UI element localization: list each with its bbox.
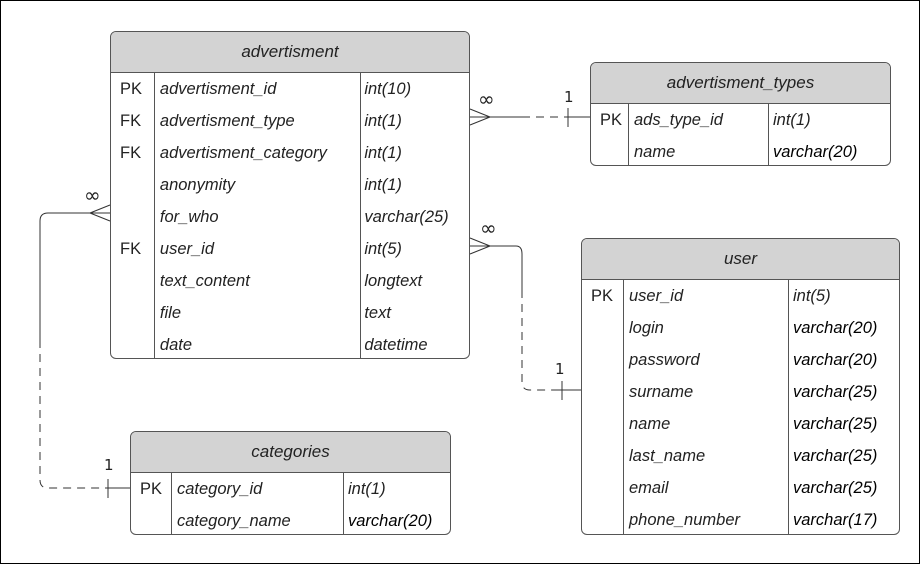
table-row: date datetime [111, 329, 469, 358]
cardinality-one-categories: 1 [104, 456, 114, 474]
entity-rows: PK advertisment_id int(10) FK advertisment_t… [111, 73, 469, 358]
table-row: category_name varchar(20) [131, 505, 450, 534]
cardinality-many-types: ∞ [478, 87, 495, 111]
field-type: varchar(25) [364, 207, 449, 226]
table-row: last_name varchar(25) [582, 440, 899, 472]
key-cell: FK [120, 239, 142, 258]
table-row: login varchar(20) [582, 312, 899, 344]
relationship-adv-user [469, 237, 581, 400]
field-name: phone_number [629, 510, 741, 529]
table-row: for_who varchar(25) [111, 201, 469, 233]
field-type: varchar(17) [793, 510, 878, 529]
entity-header: user [582, 239, 899, 280]
entity-rows: PK category_id int(1) category_name varchar(… [131, 473, 450, 534]
field-type: int(1) [364, 111, 402, 130]
field-type: varchar(20) [793, 318, 878, 337]
field-type: int(1) [364, 143, 402, 162]
field-type: int(1) [348, 479, 386, 498]
field-type: varchar(25) [793, 446, 878, 465]
field-name: surname [629, 382, 694, 401]
field-type: varchar(25) [793, 382, 878, 401]
entity-rows: PK ads_type_id int(1) name varchar(20) [591, 104, 890, 165]
field-name: name [634, 142, 676, 161]
cardinality-one-types: 1 [564, 88, 574, 106]
table-row: file text [111, 297, 469, 329]
table-row: phone_number varchar(17) [582, 504, 899, 534]
table-row: PK ads_type_id int(1) [591, 104, 890, 136]
table-row: PK user_id int(5) [582, 280, 899, 312]
field-type: text [364, 303, 391, 322]
entity-advertisment-types: advertisment_types PK ads_type_id int(1) na… [590, 62, 891, 166]
field-name: name [629, 414, 671, 433]
entity-rows: PK user_id int(5) login varchar(20) password v… [582, 280, 899, 534]
field-type: varchar(20) [348, 511, 433, 530]
key-cell: FK [120, 143, 142, 162]
field-type: varchar(20) [773, 142, 858, 161]
field-name: advertisment_category [159, 143, 327, 162]
cardinality-many-categories: ∞ [84, 183, 101, 207]
key-cell: PK [600, 110, 623, 129]
table-row: text_content longtext [111, 265, 469, 297]
entity-header: advertisment [111, 32, 469, 73]
field-name: advertisment_id [159, 79, 277, 98]
table-row: password varchar(20) [582, 344, 899, 376]
entity-advertisment: advertisment PK advertisment_id int(10) FK a… [110, 31, 470, 359]
field-name: file [159, 303, 181, 322]
table-row: PK advertisment_id int(10) [111, 73, 469, 105]
field-type: int(10) [364, 79, 412, 98]
table-row: FK user_id int(5) [111, 233, 469, 265]
table-row: FK advertisment_category int(1) [111, 137, 469, 169]
field-name: login [629, 318, 664, 337]
entity-header: categories [131, 432, 450, 473]
relationship-adv-categories [39, 204, 130, 498]
field-type: int(5) [364, 239, 402, 258]
table-row: anonymity int(1) [111, 169, 469, 201]
field-name: category_name [177, 511, 291, 530]
field-name: ads_type_id [634, 110, 723, 129]
field-type: varchar(20) [793, 350, 878, 369]
field-type: datetime [364, 335, 428, 354]
field-name: category_id [177, 479, 263, 498]
key-cell: PK [140, 479, 163, 498]
table-row: name varchar(20) [591, 136, 890, 165]
field-name: date [159, 335, 193, 354]
cardinality-one-user: 1 [555, 360, 565, 378]
field-type: varchar(25) [793, 478, 878, 497]
field-name: last_name [629, 446, 706, 465]
table-row: FK advertisment_type int(1) [111, 105, 469, 137]
table-row: name varchar(25) [582, 408, 899, 440]
field-name: user_id [629, 286, 684, 305]
key-cell: FK [120, 111, 142, 130]
field-name: advertisment_type [159, 111, 295, 130]
entity-categories: categories PK category_id int(1) category_n… [130, 431, 451, 535]
field-type: int(1) [773, 110, 811, 129]
relationship-adv-types [469, 108, 590, 127]
field-name: email [629, 478, 669, 497]
key-cell: PK [591, 286, 614, 305]
table-row: PK category_id int(1) [131, 473, 450, 505]
field-name: text_content [159, 271, 250, 290]
key-cell: PK [120, 79, 143, 98]
field-type: int(1) [364, 175, 402, 194]
field-name: anonymity [159, 175, 236, 194]
field-name: password [629, 350, 700, 369]
field-type: varchar(25) [793, 414, 878, 433]
table-row: email varchar(25) [582, 472, 899, 504]
entity-header: advertisment_types [591, 63, 890, 104]
cardinality-many-user: ∞ [480, 216, 497, 240]
field-type: longtext [364, 271, 423, 290]
field-name: for_who [159, 207, 219, 226]
field-name: user_id [159, 239, 215, 258]
table-row: surname varchar(25) [582, 376, 899, 408]
field-type: int(5) [793, 286, 831, 305]
